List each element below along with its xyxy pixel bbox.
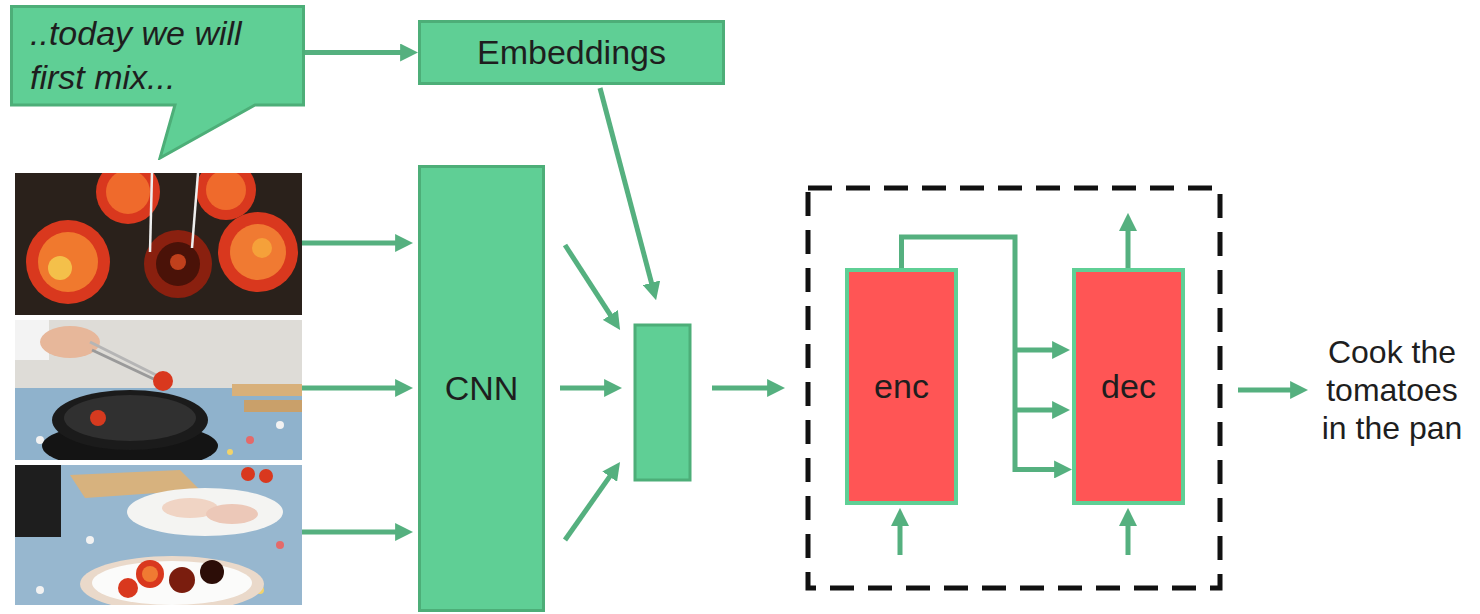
- frame-plates-part: [92, 561, 252, 605]
- frame-pan-tongs-part: [92, 350, 160, 382]
- fusion-arrow-part: [565, 476, 610, 540]
- output-sentence: Cook the tomatoes in the pan: [1312, 333, 1472, 447]
- frame-plates-part: [142, 566, 158, 582]
- frame-pan-tongs-part: [227, 449, 233, 455]
- frame-plates-part: [241, 467, 255, 481]
- frame-plates-part: [200, 560, 224, 584]
- frame-tomatoes-frying-part: [230, 224, 286, 280]
- frame-plates-part: [259, 469, 273, 483]
- embeddings-box: Embeddings: [418, 20, 725, 85]
- cnn-box: CNN: [418, 165, 545, 612]
- frame-plates-part: [36, 586, 44, 594]
- frame-arrow: [302, 243, 396, 532]
- io-arrow-part: [1015, 348, 1053, 353]
- frame-pan-tongs-part: [244, 400, 302, 412]
- frame-tomatoes-frying-part: [144, 230, 212, 298]
- frame-plates-part: [15, 465, 61, 537]
- frame-pan-tongs-part: [276, 421, 284, 429]
- frame-tomatoes-frying: [15, 173, 302, 315]
- node-text: ..today we will first mix...: [30, 11, 270, 99]
- frame-pan-tongs: [15, 320, 302, 460]
- frame-plates: [15, 465, 302, 605]
- frame-pan-tongs-part: [52, 390, 208, 450]
- frame-plates-part: [206, 504, 258, 524]
- node-text: CNN: [445, 369, 519, 408]
- frame-pan-tongs-part: [64, 395, 196, 441]
- frame-tomatoes-frying-part: [156, 242, 200, 286]
- fusion-block: [635, 325, 690, 480]
- frame-plates-part: [80, 556, 264, 605]
- frame-pan-tongs-part: [153, 371, 173, 391]
- frame-tomatoes-frying-part: [170, 254, 186, 270]
- frame-tomatoes-frying-part: [192, 173, 198, 248]
- io-arrow-part: [1015, 408, 1053, 413]
- frame-pan-tongs-part: [246, 436, 254, 444]
- fusion-arrow-part: [565, 245, 611, 316]
- connector-arrow: [305, 50, 401, 55]
- frame-plates-part: [86, 536, 94, 544]
- frame-pan-tongs-part: [232, 384, 302, 396]
- node-text: Embeddings: [477, 33, 666, 72]
- frame-arrow-part: [302, 530, 396, 535]
- frame-tomatoes-frying-part: [196, 173, 256, 220]
- frame-pan-tongs-part: [90, 410, 106, 426]
- decoder-box: dec: [1072, 268, 1185, 505]
- frame-tomatoes-frying-part: [206, 173, 246, 210]
- frame-plates-part: [169, 567, 195, 593]
- frame-tomatoes-frying-part: [48, 256, 72, 280]
- io-arrow-part: [1126, 230, 1131, 268]
- io-arrow-part: [1126, 525, 1131, 555]
- fusion-arrow-part: [560, 386, 605, 391]
- io-arrow-part: [898, 525, 903, 555]
- frame-tomatoes-frying-part: [218, 212, 298, 292]
- speech-bubble: ..today we will first mix...: [10, 5, 305, 160]
- fusion-arrow-part: [600, 88, 652, 284]
- encoder-box: enc: [845, 268, 958, 505]
- frame-tomatoes-frying-part: [26, 220, 110, 304]
- node-text: enc: [874, 367, 929, 406]
- io-arrow-part: [1238, 388, 1291, 393]
- frame-tomatoes-frying-part: [106, 173, 150, 214]
- node-text: dec: [1101, 367, 1156, 406]
- frame-arrow-part: [302, 386, 396, 391]
- frame-plates-part: [136, 560, 164, 588]
- frame-arrow-part: [302, 241, 396, 246]
- frame-plates-part: [118, 578, 138, 598]
- frame-pan-tongs-part: [90, 342, 158, 376]
- frame-plates-part: [127, 488, 283, 536]
- io-arrow: [900, 230, 1291, 555]
- dashed-container: [808, 188, 1220, 588]
- frame-tomatoes-frying-part: [252, 238, 272, 258]
- frame-tomatoes-frying-part: [150, 173, 152, 252]
- speech-bubble-shape: [12, 7, 304, 159]
- frame-plates-part: [276, 541, 284, 549]
- frame-tomatoes-frying-part: [38, 232, 98, 292]
- fusion-output-arrow: [712, 386, 768, 391]
